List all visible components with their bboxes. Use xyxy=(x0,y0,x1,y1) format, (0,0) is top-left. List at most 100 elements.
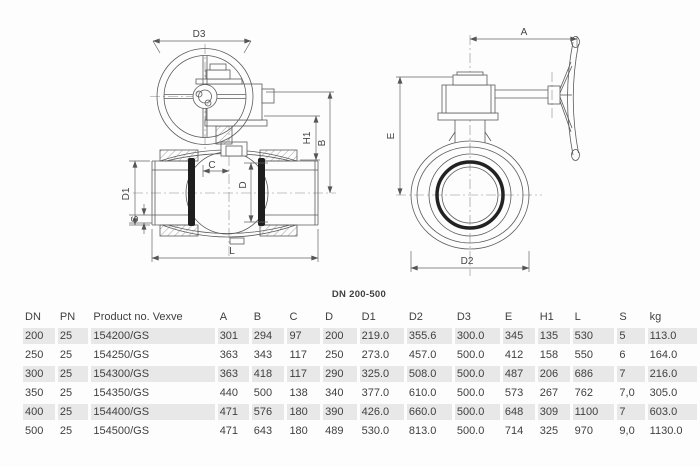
table-cell: 9,0 xyxy=(619,425,635,437)
table-cell: 154400/GS xyxy=(91,404,215,420)
table-cell: 500.0 xyxy=(456,349,485,361)
table-cell: 500.0 xyxy=(456,425,485,437)
table-cell: 117 xyxy=(287,366,321,382)
table-cell: 25 xyxy=(59,387,73,399)
stem-assembly xyxy=(215,125,248,157)
column-header: L xyxy=(574,311,581,323)
table-cell: 97 xyxy=(287,328,321,344)
table-cell: 25 xyxy=(57,366,89,382)
bore-ring xyxy=(435,160,505,230)
table-cell: 6 xyxy=(619,349,626,361)
size-range-caption: DN 200-500 xyxy=(331,289,387,300)
centerlines xyxy=(396,35,553,276)
table-cell: 400 xyxy=(23,404,55,420)
table-cell: 500.0 xyxy=(456,387,485,399)
table-cell: 25 xyxy=(57,404,89,420)
table-cell: 267 xyxy=(539,387,559,399)
table-cell: 363 xyxy=(217,366,249,382)
dim-label-h1: H1 xyxy=(302,131,313,144)
column-header: D xyxy=(325,311,334,323)
table-cell: 489 xyxy=(325,425,344,437)
table-cell: 530 xyxy=(572,328,615,344)
table-cell: 300 xyxy=(23,366,55,382)
table-cell: 1130.0 xyxy=(649,425,683,437)
table-cell: 686 xyxy=(572,366,615,382)
table-cell: 305.0 xyxy=(649,387,678,399)
table-cell: 418 xyxy=(251,366,285,382)
table-cell: 200 xyxy=(323,328,357,344)
gearbox-front xyxy=(437,71,499,121)
table-cell: 426.0 xyxy=(359,404,404,420)
table-cell: 530.0 xyxy=(361,425,390,437)
table-cell: 180 xyxy=(289,425,308,437)
dim-label-d: D xyxy=(238,181,249,188)
table-cell: 7 xyxy=(617,366,645,382)
table-cell: 206 xyxy=(537,366,570,382)
table-cell: 457.0 xyxy=(408,349,437,361)
column-header: C xyxy=(289,311,298,323)
table-cell: 250 xyxy=(325,349,344,361)
table-cell: 660.0 xyxy=(406,404,452,420)
table-cell: 576 xyxy=(251,404,285,420)
neck xyxy=(448,120,492,143)
input-shaft xyxy=(495,85,561,105)
column-header: kg xyxy=(649,311,662,323)
side-view-drawing: D3 C D D1 S L H1 B xyxy=(121,29,336,262)
column-header: B xyxy=(253,311,262,323)
table-cell: 7,0 xyxy=(619,387,635,399)
table-cell: 154500/GS xyxy=(93,425,150,437)
valve-body-end xyxy=(410,140,530,250)
pipe-ends xyxy=(151,160,319,226)
table-cell: 550 xyxy=(574,349,593,361)
table-cell: 440 xyxy=(219,387,239,399)
table-cell: 154250/GS xyxy=(93,349,150,361)
table-cell: 117 xyxy=(289,349,307,361)
table-cell: 180 xyxy=(287,404,321,420)
table-cell: 363 xyxy=(219,349,239,361)
table-cell: 762 xyxy=(574,387,593,399)
column-header: E xyxy=(504,311,513,323)
table-cell: 471 xyxy=(217,404,249,420)
dim-label-s: S xyxy=(130,215,141,222)
handwheel-hub xyxy=(192,84,218,109)
table-cell: 273.0 xyxy=(361,349,390,361)
table-cell: 350 xyxy=(25,387,44,399)
table-cell: 390 xyxy=(323,404,357,420)
table-cell: 500 xyxy=(253,387,273,399)
column-header: A xyxy=(219,311,228,323)
table-cell: 300.0 xyxy=(454,328,500,344)
table-cell: 325 xyxy=(539,425,559,437)
table-cell: 250 xyxy=(25,349,44,361)
table-cell: 294 xyxy=(251,328,285,344)
table-cell: 138 xyxy=(289,387,308,399)
dimension-lines-right xyxy=(396,36,578,272)
table-cell: 325.0 xyxy=(359,366,404,382)
table-cell: 216.0 xyxy=(647,366,697,382)
table-cell: 610.0 xyxy=(408,387,437,399)
table-cell: 5 xyxy=(617,328,645,344)
dim-label-e: E xyxy=(386,132,397,139)
dimension-lines-left xyxy=(129,38,334,262)
table-cell: 508.0 xyxy=(406,366,452,382)
table-cell: 301 xyxy=(217,328,249,344)
table-cell: 154200/GS xyxy=(91,328,215,344)
dim-label-d1: D1 xyxy=(121,187,132,200)
table-cell: 714 xyxy=(504,425,524,437)
table-cell: 158 xyxy=(539,349,559,361)
table-cell: 113.0 xyxy=(647,328,697,344)
table-cell: 154300/GS xyxy=(91,366,215,382)
front-view-drawing: A E D2 xyxy=(386,27,580,276)
table-cell: 135 xyxy=(537,328,570,344)
table-cell: 340 xyxy=(325,387,344,399)
table-cell: 500.0 xyxy=(454,366,500,382)
column-header: D3 xyxy=(456,311,471,323)
table-cell: 343 xyxy=(253,349,273,361)
table-cell: 25 xyxy=(57,328,89,344)
